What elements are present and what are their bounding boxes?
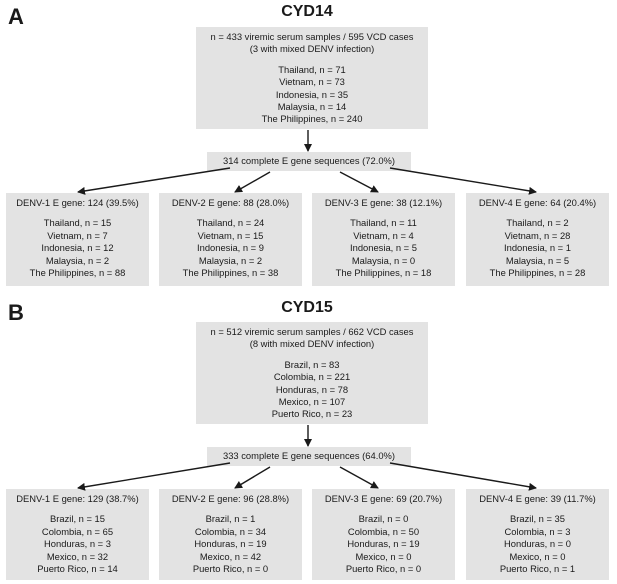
serotype-header: DENV-4 E gene: 64 (20.4%) bbox=[478, 197, 597, 208]
serotype-row: Honduras, n = 3 bbox=[44, 538, 111, 550]
serotype-row: Puerto Rico, n = 14 bbox=[37, 563, 118, 575]
serotype-row: Brazil, n = 1 bbox=[205, 513, 256, 525]
serotype-row: Puerto Rico, n = 0 bbox=[345, 563, 422, 575]
panel-b-summary-box: n = 512 viremic serum samples / 662 VCD … bbox=[196, 322, 428, 424]
serotype-row: Vietnam, n = 28 bbox=[504, 229, 571, 241]
serotype-row: Puerto Rico, n = 1 bbox=[499, 563, 576, 575]
serotype-row: Mexico, n = 32 bbox=[46, 550, 109, 562]
serotype-row: Honduras, n = 19 bbox=[347, 538, 420, 550]
serotype-row: Brazil, n = 0 bbox=[358, 513, 409, 525]
serotype-row: Puerto Rico, n = 0 bbox=[192, 563, 269, 575]
summary-country: Honduras, n = 78 bbox=[275, 383, 349, 395]
serotype-header: DENV-2 E gene: 88 (28.0%) bbox=[171, 197, 290, 208]
serotype-row: Colombia, n = 3 bbox=[504, 525, 571, 537]
summary-country: Brazil, n = 83 bbox=[284, 358, 340, 370]
arrow-b-to-denv3 bbox=[339, 466, 379, 489]
serotype-row: Indonesia, n = 12 bbox=[41, 242, 114, 254]
serotype-row: Mexico, n = 0 bbox=[509, 550, 566, 562]
summary-country: Puerto Rico, n = 23 bbox=[271, 408, 353, 420]
sequences-label: 314 complete E gene sequences (72.0%) bbox=[223, 155, 395, 166]
panel-b-denv4-box: DENV-4 E gene: 39 (11.7%) Brazil, n = 35… bbox=[466, 489, 609, 580]
serotype-header: DENV-3 E gene: 69 (20.7%) bbox=[324, 493, 443, 504]
serotype-header: DENV-3 E gene: 38 (12.1%) bbox=[324, 197, 443, 208]
panel-b-denv3-box: DENV-3 E gene: 69 (20.7%) Brazil, n = 0 … bbox=[312, 489, 455, 580]
serotype-row: The Philippines, n = 88 bbox=[29, 267, 126, 279]
panel-a-denv1-box: DENV-1 E gene: 124 (39.5%) Thailand, n =… bbox=[6, 193, 149, 286]
summary-line-1: n = 512 viremic serum samples / 662 VCD … bbox=[210, 326, 414, 337]
arrow-b-to-denv2 bbox=[234, 466, 271, 489]
serotype-row: Brazil, n = 15 bbox=[50, 513, 105, 525]
panel-a-letter: A bbox=[8, 4, 24, 29]
panel-a-denv3-box: DENV-3 E gene: 38 (12.1%) Thailand, n = … bbox=[312, 193, 455, 286]
serotype-row: The Philippines, n = 28 bbox=[489, 267, 586, 279]
serotype-row: Vietnam, n = 15 bbox=[197, 229, 264, 241]
serotype-row: Thailand, n = 2 bbox=[506, 217, 569, 229]
panel-a-denv4-box: DENV-4 E gene: 64 (20.4%) Thailand, n = … bbox=[466, 193, 609, 286]
panel-a-title: CYD14 bbox=[281, 3, 333, 20]
arrow-a-to-denv4 bbox=[389, 167, 537, 195]
serotype-row: Thailand, n = 15 bbox=[43, 217, 112, 229]
arrow-a-to-denv2 bbox=[234, 171, 271, 193]
serotype-row: Mexico, n = 42 bbox=[199, 550, 262, 562]
summary-line-1: n = 433 viremic serum samples / 595 VCD … bbox=[210, 31, 414, 42]
summary-country: Thailand, n = 71 bbox=[278, 63, 346, 75]
serotype-row: Mexico, n = 0 bbox=[355, 550, 412, 562]
serotype-row: Malaysia, n = 0 bbox=[351, 254, 416, 266]
serotype-row: Vietnam, n = 4 bbox=[353, 229, 414, 241]
serotype-header: DENV-1 E gene: 129 (38.7%) bbox=[16, 493, 139, 504]
serotype-header: DENV-1 E gene: 124 (39.5%) bbox=[16, 197, 139, 208]
serotype-row: Honduras, n = 0 bbox=[504, 538, 571, 550]
summary-country: Vietnam, n = 73 bbox=[279, 76, 345, 88]
serotype-row: Indonesia, n = 1 bbox=[504, 242, 571, 254]
arrow-b-to-denv1 bbox=[77, 462, 231, 491]
arrow-b-to-denv4 bbox=[389, 462, 537, 491]
serotype-header: DENV-4 E gene: 39 (11.7%) bbox=[479, 493, 596, 504]
serotype-row: Colombia, n = 34 bbox=[194, 525, 267, 537]
serotype-row: Vietnam, n = 7 bbox=[47, 229, 108, 241]
summary-country: The Philippines, n = 240 bbox=[261, 113, 363, 125]
serotype-row: Colombia, n = 50 bbox=[347, 525, 420, 537]
serotype-row: Thailand, n = 24 bbox=[196, 217, 265, 229]
arrow-a-to-denv1 bbox=[77, 167, 231, 195]
summary-line-2: (8 with mixed DENV infection) bbox=[249, 338, 375, 350]
sequences-label: 333 complete E gene sequences (64.0%) bbox=[223, 450, 395, 461]
serotype-header: DENV-2 E gene: 96 (28.8%) bbox=[171, 493, 290, 504]
serotype-row: Brazil, n = 35 bbox=[510, 513, 565, 525]
panel-b-title: CYD15 bbox=[281, 299, 333, 316]
panel-b-denv1-box: DENV-1 E gene: 129 (38.7%) Brazil, n = 1… bbox=[6, 489, 149, 580]
panel-b-denv2-box: DENV-2 E gene: 96 (28.8%) Brazil, n = 1 … bbox=[159, 489, 302, 580]
serotype-row: Thailand, n = 11 bbox=[350, 217, 417, 229]
panel-b-letter: B bbox=[8, 300, 24, 325]
panel-a-summary-box: n = 433 viremic serum samples / 595 VCD … bbox=[196, 27, 428, 129]
panel-a-sequences-box: 314 complete E gene sequences (72.0%) bbox=[207, 152, 411, 171]
serotype-row: The Philippines, n = 38 bbox=[182, 267, 279, 279]
summary-country: Colombia, n = 221 bbox=[273, 371, 351, 383]
panel-b-sequences-box: 333 complete E gene sequences (64.0%) bbox=[207, 447, 411, 466]
serotype-row: The Philippines, n = 18 bbox=[335, 267, 432, 279]
serotype-row: Indonesia, n = 9 bbox=[197, 242, 264, 254]
serotype-row: Colombia, n = 65 bbox=[41, 525, 114, 537]
summary-country: Malaysia, n = 14 bbox=[277, 101, 347, 113]
serotype-row: Malaysia, n = 2 bbox=[45, 254, 110, 266]
serotype-row: Malaysia, n = 5 bbox=[505, 254, 570, 266]
panel-a-denv2-box: DENV-2 E gene: 88 (28.0%) Thailand, n = … bbox=[159, 193, 302, 286]
summary-line-2: (3 with mixed DENV infection) bbox=[249, 43, 375, 55]
serotype-row: Malaysia, n = 2 bbox=[198, 254, 263, 266]
summary-country: Indonesia, n = 35 bbox=[275, 88, 349, 100]
serotype-row: Honduras, n = 19 bbox=[194, 538, 267, 550]
arrow-a-to-denv3 bbox=[339, 171, 379, 193]
serotype-row: Indonesia, n = 5 bbox=[350, 242, 417, 254]
summary-country: Mexico, n = 107 bbox=[278, 396, 346, 408]
